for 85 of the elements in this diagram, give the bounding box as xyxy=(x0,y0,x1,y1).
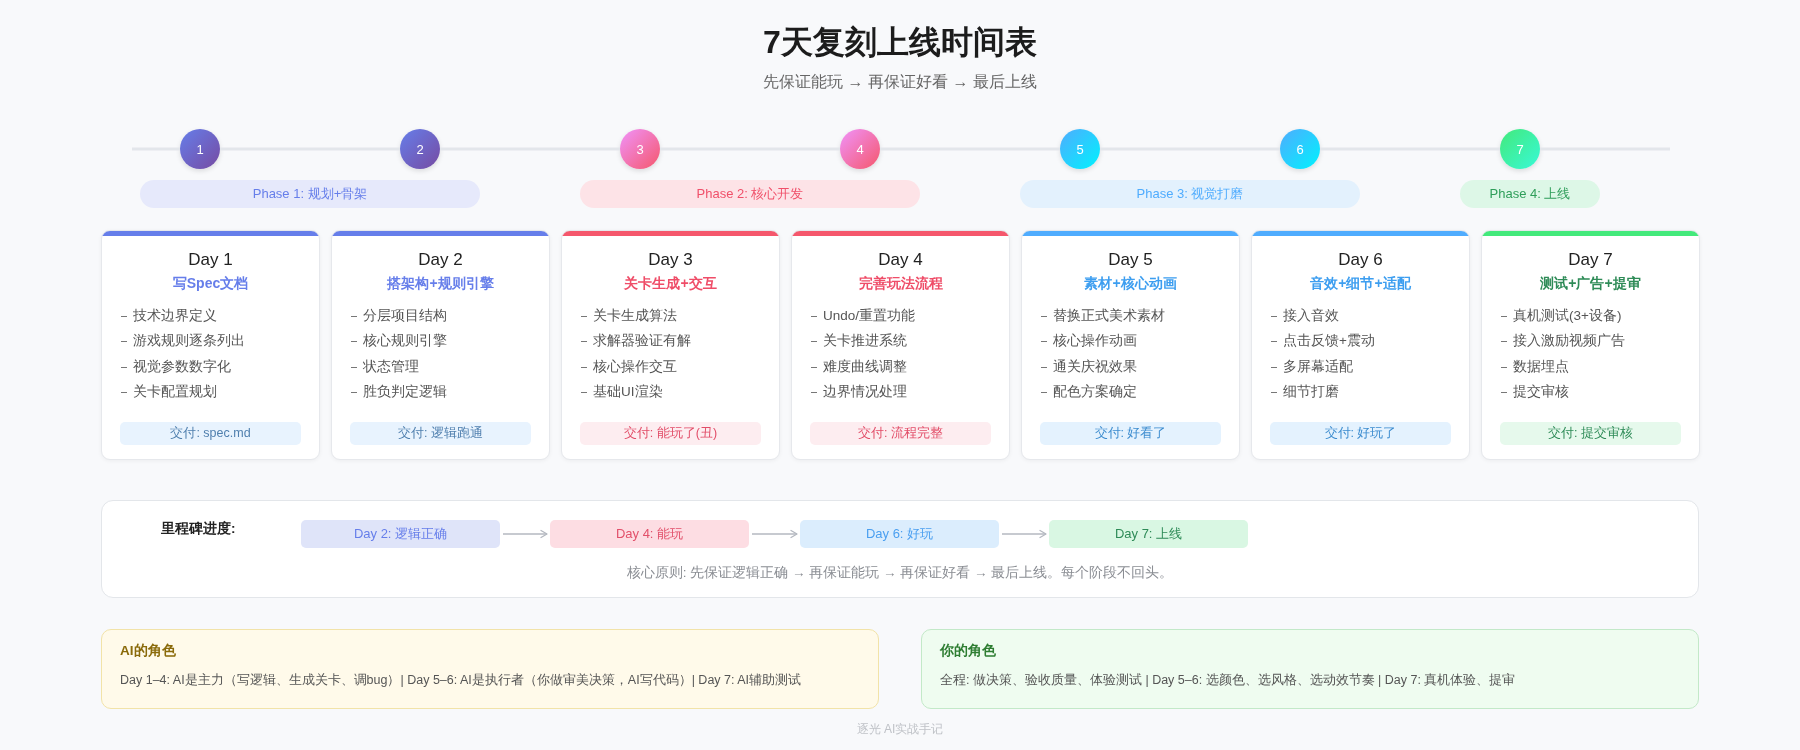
day-heading: Day 2 xyxy=(418,249,463,271)
task-item: 通关庆祝效果 xyxy=(1053,357,1137,376)
role-heading: AI的角色 xyxy=(120,642,176,660)
deliverable-tag: 交付: 好看了 xyxy=(1040,422,1221,445)
task-item: 状态管理 xyxy=(363,357,419,376)
day-card xyxy=(791,230,1010,460)
task-item: 替换正式美术素材 xyxy=(1053,307,1165,325)
task-item: 求解器验证有解 xyxy=(593,332,691,351)
phase-tag: Phase 4: 上线 xyxy=(1460,180,1600,208)
task-item: 关卡生成算法 xyxy=(593,307,677,325)
milestone-tag: Day 6: 好玩 xyxy=(800,520,999,548)
day-subtitle: 关卡生成+交互 xyxy=(624,274,717,293)
deliverable-tag: 交付: 流程完整 xyxy=(810,422,991,445)
day-card xyxy=(331,230,550,460)
task-item: 基础UI渲染 xyxy=(593,382,663,401)
step-circle: 6 xyxy=(1280,129,1320,169)
milestone-heading: 里程碑进度: xyxy=(161,520,236,538)
role-description: 全程: 做决策、验收质量、体验测试 | Day 5–6: 选颜色、选风格、选动效节奏 | Day 7: 真机体验、提审 xyxy=(940,672,1517,689)
day-heading: Day 7 xyxy=(1568,249,1613,271)
day-heading: Day 5 xyxy=(1108,249,1153,271)
task-item: 胜负判定逻辑 xyxy=(363,382,447,401)
task-item: 细节打磨 xyxy=(1283,382,1339,401)
milestone-tag: Day 2: 逻辑正确 xyxy=(301,520,500,548)
task-item: 游戏规则逐条列出 xyxy=(133,332,245,351)
task-item: 边界情况处理 xyxy=(823,382,907,401)
page-title: 7天复刻上线时间表 xyxy=(763,23,1037,62)
task-item: 视觉参数数字化 xyxy=(133,357,231,376)
step-circle: 4 xyxy=(840,129,880,169)
day-heading: Day 3 xyxy=(648,249,693,271)
arrow xyxy=(502,529,548,539)
milestone-panel xyxy=(101,500,1699,598)
task-item: 难度曲线调整 xyxy=(823,357,907,376)
task-item: 接入激励视频广告 xyxy=(1513,332,1625,351)
day-subtitle: 写Spec文档 xyxy=(172,274,249,293)
day-subtitle: 完善玩法流程 xyxy=(858,274,943,293)
role-panel xyxy=(101,629,879,709)
milestone-tag: Day 7: 上线 xyxy=(1049,520,1248,548)
step-circle: 2 xyxy=(400,129,440,169)
task-item: 核心规则引擎 xyxy=(363,332,447,351)
day-subtitle: 素材+核心动画 xyxy=(1084,274,1177,293)
deliverable-tag: 交付: 提交审核 xyxy=(1500,422,1681,445)
day-subtitle: 音效+细节+适配 xyxy=(1310,274,1411,293)
deliverable-tag: 交付: 好玩了 xyxy=(1270,422,1451,445)
task-item: 接入音效 xyxy=(1283,307,1339,325)
task-item: 提交审核 xyxy=(1513,382,1569,401)
step-circle: 3 xyxy=(620,129,660,169)
step-circle: 7 xyxy=(1500,129,1540,169)
task-item: 核心操作交互 xyxy=(593,357,677,376)
task-item: 技术边界定义 xyxy=(133,307,217,325)
day-card xyxy=(101,230,320,460)
day-card xyxy=(1021,230,1240,460)
day-card xyxy=(561,230,780,460)
day-heading: Day 4 xyxy=(878,249,923,271)
task-item: Undo/重置功能 xyxy=(823,307,916,325)
milestone-tag: Day 4: 能玩 xyxy=(550,520,749,548)
task-item: 配色方案确定 xyxy=(1053,382,1137,401)
day-subtitle: 搭架构+规则引擎 xyxy=(387,274,494,293)
arrow xyxy=(751,529,798,539)
day-card xyxy=(1481,230,1700,460)
phase-tag: Phase 2: 核心开发 xyxy=(580,180,920,208)
task-item: 分层项目结构 xyxy=(363,307,447,325)
task-item: 核心操作动画 xyxy=(1053,332,1137,351)
arrow xyxy=(1001,529,1047,539)
day-heading: Day 6 xyxy=(1338,249,1383,271)
step-circle: 5 xyxy=(1060,129,1100,169)
deliverable-tag: 交付: 逻辑跑通 xyxy=(350,422,531,445)
day-heading: Day 1 xyxy=(188,249,233,271)
deliverable-tag: 交付: spec.md xyxy=(120,422,301,445)
day-subtitle: 测试+广告+提审 xyxy=(1540,274,1641,293)
step-circle: 1 xyxy=(180,129,220,169)
task-item: 多屏幕适配 xyxy=(1283,357,1353,376)
deliverable-tag: 交付: 能玩了(丑) xyxy=(580,422,761,445)
principle-note: 核心原则: 先保证逻辑正确 → 再保证能玩 → 再保证好看 → 最后上线。每个阶段不回头。 xyxy=(626,564,1174,582)
role-heading: 你的角色 xyxy=(940,642,996,660)
task-item: 点击反馈+震动 xyxy=(1283,332,1375,351)
subtitle: 先保证能玩 → 再保证好看 → 最后上线 xyxy=(763,72,1037,92)
day-card xyxy=(1251,230,1470,460)
task-item: 关卡推进系统 xyxy=(823,332,907,351)
phase-tag: Phase 1: 规划+骨架 xyxy=(140,180,480,208)
phase-tag: Phase 3: 视觉打磨 xyxy=(1020,180,1360,208)
role-description: Day 1–4: AI是主力（写逻辑、生成关卡、调bug）| Day 5–6: AI是执行者（你做审美决策，AI写代码）| Day 7: AI辅助测试 xyxy=(120,672,803,689)
task-item: 真机测试(3+设备) xyxy=(1513,307,1622,325)
task-item: 关卡配置规划 xyxy=(133,382,217,401)
role-panel xyxy=(921,629,1699,709)
task-item: 数据埋点 xyxy=(1513,357,1569,376)
